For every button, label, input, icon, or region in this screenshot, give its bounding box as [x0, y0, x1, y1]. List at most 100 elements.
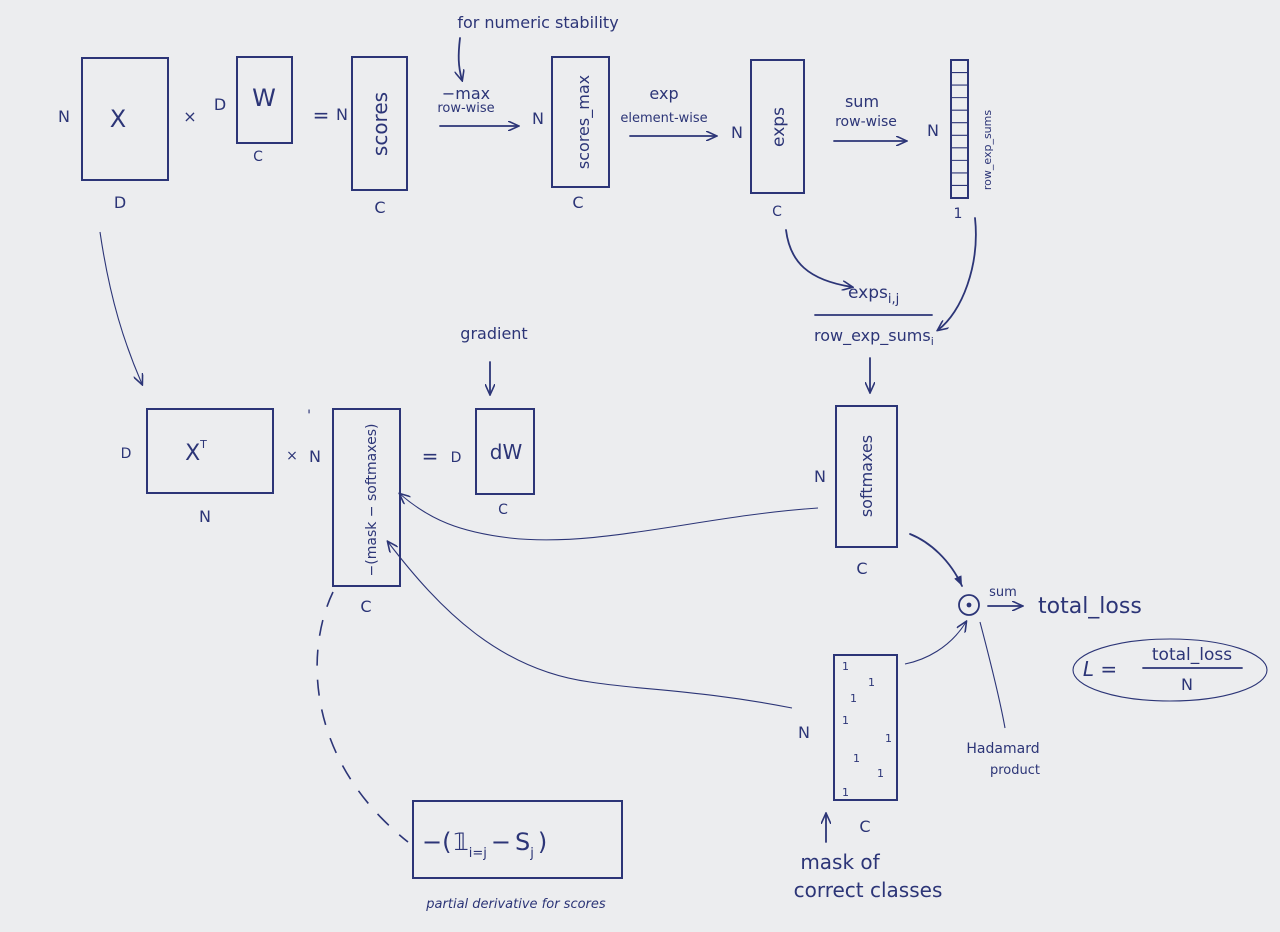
scores-max-matrix-rows: N — [532, 109, 544, 128]
row-exp-sums-vector: row_exp_sums N 1 — [927, 59, 994, 222]
scores-max-matrix-box — [551, 56, 610, 188]
loss-formula-lhs: L = — [1083, 657, 1117, 681]
exps-to-fraction-arrow — [785, 229, 852, 287]
mask-one-entry: 1 — [868, 676, 875, 689]
mask-to-grad-arrow — [388, 542, 793, 709]
softmaxes-to-hadamard-arrow — [909, 533, 963, 587]
loss-formula: L = total_loss N — [1072, 638, 1268, 702]
max-rowwise-step: −max row-wise — [437, 84, 518, 126]
row-exp-sums-label: row_exp_sums — [981, 110, 994, 190]
partial-minus-open: −( — [422, 828, 451, 856]
scores-matrix-label: scores — [368, 92, 392, 156]
xt-matrix: XT D N — [121, 408, 274, 526]
scores-max-matrix-label: scores_max — [574, 75, 594, 169]
partial-derivative-caption: partial derivative for scores — [425, 897, 606, 912]
xt-matrix-label-sup: T — [199, 438, 207, 451]
w-matrix: W D C — [214, 56, 293, 165]
equals-sign-mid: = — [422, 444, 439, 468]
max-step-op: −max — [442, 84, 490, 103]
exps-matrix-label: exps — [769, 107, 789, 147]
mask-to-hadamard-arrow — [904, 622, 966, 665]
scores-max-matrix-cols: C — [572, 193, 583, 212]
mask-one-entry: 1 — [850, 692, 857, 705]
numeric-stability-arrow — [459, 37, 462, 80]
scores-matrix-cols: C — [374, 198, 385, 217]
exps-matrix: exps N C — [731, 59, 805, 220]
x-matrix-box — [81, 57, 169, 181]
sum-rowwise-step: sum row-wise — [833, 92, 906, 141]
grad-to-partial-dashed-link — [316, 591, 409, 843]
mask-matrix-rows: N — [798, 723, 810, 742]
softmaxes-matrix: softmaxes N C — [814, 405, 898, 578]
xt-matrix-cols: N — [199, 507, 211, 526]
fraction-denominator-main: row_exp_sums — [814, 326, 931, 346]
numeric-stability-note: for numeric stability — [457, 13, 618, 32]
grad-scores-cols: C — [360, 597, 371, 616]
mask-one-entry: 1 — [877, 767, 884, 780]
dw-matrix-box — [475, 408, 535, 495]
sum-step-scope: row-wise — [835, 114, 897, 130]
total-loss-label: total_loss — [1038, 594, 1142, 619]
fraction-denominator-sub: i — [931, 335, 934, 348]
mask-note-line2: correct classes — [794, 878, 943, 902]
hadamard-note-line2: product — [990, 763, 1040, 778]
multiply-dim-mid: N — [309, 447, 321, 466]
loss-formula-numerator: total_loss — [1152, 645, 1232, 665]
exps-matrix-cols: C — [772, 204, 782, 220]
w-matrix-rows: D — [214, 95, 226, 114]
exp-step-scope: element-wise — [620, 111, 707, 126]
partial-s-sub: j — [529, 846, 534, 861]
hadamard-product: ⊙ Hadamard product — [958, 594, 1040, 778]
multiply-sign-mid: × — [286, 448, 298, 464]
softmaxes-to-grad-arrow — [400, 494, 819, 541]
mask-note-line1: mask of — [800, 850, 880, 874]
mask-one-entry: 1 — [853, 752, 860, 765]
row-exp-sums-rows: N — [927, 121, 939, 140]
rowsums-to-fraction-arrow — [938, 217, 977, 330]
partial-indicator-sub: i=j — [469, 846, 487, 861]
partial-derivative-formula: −(𝟙i=j−Sj) — [422, 828, 547, 861]
w-matrix-box — [236, 56, 293, 144]
gradient-note: gradient — [460, 324, 527, 343]
sum-step-op: sum — [845, 92, 879, 111]
xt-matrix-label-main: X — [185, 441, 200, 466]
w-matrix-label: W — [252, 84, 276, 112]
scores-matrix-box — [351, 56, 408, 191]
softmaxes-matrix-label: softmaxes — [857, 435, 876, 517]
hadamard-circle — [958, 594, 980, 616]
dw-matrix: gradient dW D C — [451, 324, 535, 518]
x-to-xt-arrow — [99, 231, 142, 384]
exp-step: exp element-wise — [620, 84, 716, 136]
partial-derivative-box — [412, 800, 623, 879]
equals-sign-top: = — [313, 103, 330, 127]
partial-minus: − — [491, 828, 511, 856]
grad-scores-tick: ' — [307, 408, 311, 424]
w-matrix-cols: C — [253, 149, 263, 165]
fraction-denominator: row_exp_sumsi — [814, 326, 934, 348]
xt-matrix-label: XT — [185, 438, 207, 466]
loss-formula-ellipse — [1072, 638, 1268, 702]
sum-label: sum — [989, 585, 1017, 600]
mask-one-entry: 1 — [842, 714, 849, 727]
exps-matrix-rows: N — [731, 123, 743, 142]
mask-one-entry: 1 — [842, 660, 849, 673]
row-exp-sums-cols: 1 — [954, 206, 963, 222]
softmax-fraction: expsi,j row_exp_sumsi — [814, 283, 934, 392]
softmaxes-matrix-box — [835, 405, 898, 548]
mask-matrix-cols: C — [859, 817, 870, 836]
exp-step-op: exp — [649, 84, 678, 103]
softmaxes-matrix-rows: N — [814, 467, 826, 486]
hadamard-note-line1: Hadamard — [966, 741, 1039, 757]
softmaxes-matrix-cols: C — [856, 559, 867, 578]
x-matrix: X N D — [58, 57, 169, 212]
grad-scores-matrix: ' −(mask − softmaxes) C — [307, 408, 401, 616]
row-exp-sums-cells — [951, 71, 968, 187]
dw-matrix-cols: C — [498, 502, 508, 518]
max-step-scope: row-wise — [437, 101, 494, 116]
fraction-numerator-main: exps — [848, 283, 888, 303]
mask-matrix-box — [833, 654, 898, 801]
xt-matrix-rows: D — [121, 446, 132, 462]
grad-scores-label: −(mask − softmaxes) — [364, 424, 380, 577]
